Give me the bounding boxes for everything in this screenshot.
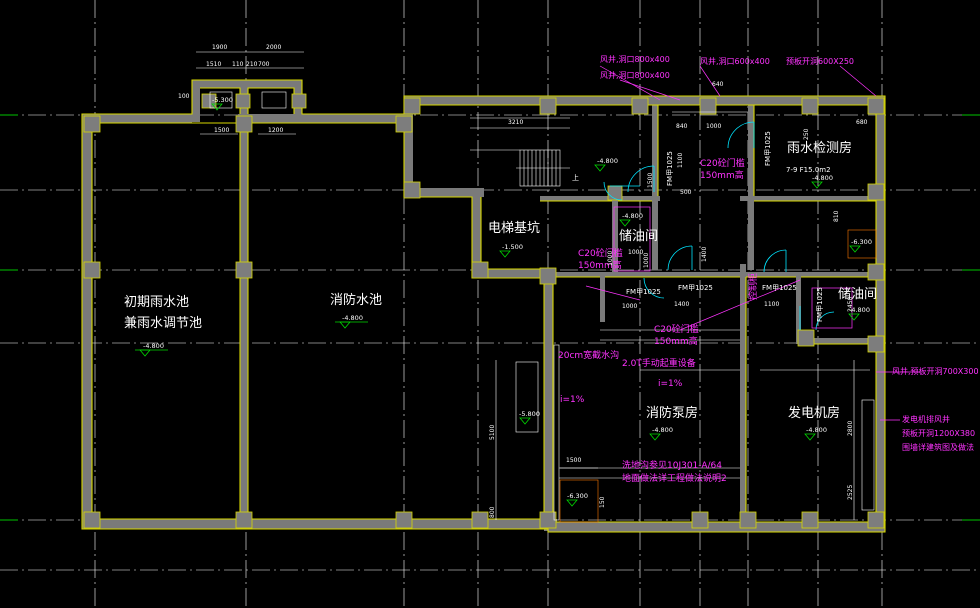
room-initial-rain-pool-2: 兼雨水调节池 bbox=[124, 316, 202, 331]
level-fire-pool: -4.800 bbox=[342, 314, 363, 322]
stair bbox=[470, 127, 570, 187]
note-curb-2: C20砼门槛 bbox=[578, 247, 623, 259]
dim-110: 110 bbox=[232, 61, 244, 68]
columns bbox=[83, 93, 885, 529]
level-corridor: -4.800 bbox=[597, 157, 618, 165]
room-elevator-pit: 电梯基坑 bbox=[488, 221, 540, 236]
room-fire-pump: 消防泵房 bbox=[646, 405, 698, 421]
note-curb-1b: 150mm高 bbox=[700, 169, 744, 181]
doors bbox=[603, 121, 835, 331]
dim-2000: 2000 bbox=[266, 44, 281, 51]
room-oil-storage-1: 储油间 bbox=[619, 229, 658, 244]
dim-840: 840 bbox=[676, 123, 688, 130]
level-labels: -4.800 -4.800 -5.300 -1.500 -4.800 -4.80… bbox=[143, 96, 872, 500]
dim-1100: 1100 bbox=[677, 153, 684, 168]
dim-1000: 1000 bbox=[706, 123, 721, 130]
note-curb-2b: 150mm高 bbox=[578, 259, 622, 271]
dim-1500: 1500 bbox=[214, 127, 229, 134]
dim-2525: 2525 bbox=[847, 485, 854, 500]
magenta-leaders bbox=[585, 65, 920, 421]
room-oil-storage-2: 储油间 bbox=[838, 287, 877, 302]
dimension-lines bbox=[196, 51, 855, 520]
note-floor-ref: 地面做法详工程做法说明2 bbox=[622, 472, 727, 484]
dim-1200: 1200 bbox=[268, 127, 283, 134]
level-triangles bbox=[135, 103, 861, 507]
note-area: 7-9 F15.0m2 bbox=[786, 166, 831, 174]
note-curb-3: C20砼门槛 bbox=[654, 323, 699, 335]
dim-800: 800 bbox=[489, 506, 496, 518]
trench bbox=[209, 91, 877, 523]
dim-680: 680 bbox=[856, 119, 868, 126]
level-oil-2: -4.800 bbox=[849, 306, 870, 314]
room-labels: 初期雨水池 兼雨水调节池 消防水池 电梯基坑 储油间 雨水检测房 储油间 消防泵… bbox=[124, 140, 877, 421]
door-fm6: FM甲1025 bbox=[816, 287, 824, 322]
dim-100: 100 bbox=[178, 93, 190, 100]
door-fm3: FM甲1025 bbox=[626, 288, 661, 296]
annot-shaft-4: 预板开洞600X250 bbox=[786, 56, 854, 66]
note-slope-1: i=1% bbox=[658, 379, 683, 389]
room-initial-rain-pool-1: 初期雨水池 bbox=[124, 295, 189, 310]
note-pump-ref: 2.0T手动起重设备 bbox=[622, 357, 696, 369]
dim-2800: 2800 bbox=[847, 421, 854, 436]
axis-ticks bbox=[0, 114, 980, 521]
level-generator: -4.800 bbox=[806, 426, 827, 434]
dim-1400: 1400 bbox=[674, 301, 689, 308]
magenta-annotations: 风井,洞口800x400 风井,洞口800x400 风井,洞口600x400 预… bbox=[600, 54, 979, 452]
note-control-box: 控制柜 bbox=[747, 273, 759, 300]
room-fire-pool: 消防水池 bbox=[330, 292, 382, 308]
annot-side-4: 围墙详建筑图及做法 bbox=[902, 442, 974, 452]
level-right-pit: -6.300 bbox=[851, 238, 872, 246]
annot-shaft-3: 风井,洞口600x400 bbox=[700, 56, 770, 66]
dim-210: 210 bbox=[246, 61, 258, 68]
room-generator: 发电机房 bbox=[788, 405, 840, 421]
dim-1000b: 1000 bbox=[628, 249, 643, 256]
level-top-small: -5.300 bbox=[212, 96, 233, 104]
dim-640: 640 bbox=[712, 81, 724, 88]
note-wash-ref: 洗地沟参见10J301-A/64 bbox=[622, 459, 722, 471]
dim-810: 810 bbox=[833, 210, 840, 222]
annot-shaft-1: 风井,洞口800x400 bbox=[600, 54, 670, 64]
dim-1000d: 1000 bbox=[643, 253, 650, 268]
dim-1500c: 1500 bbox=[647, 173, 654, 188]
dim-1100b: 1100 bbox=[764, 301, 779, 308]
level-sump-left: -5.800 bbox=[519, 410, 540, 418]
note-up: 上 bbox=[572, 173, 579, 182]
level-rain-pool: -4.800 bbox=[143, 342, 164, 350]
dim-250: 250 bbox=[803, 128, 810, 140]
level-elevator: -1.500 bbox=[502, 243, 523, 251]
level-sump-bottom: -6.300 bbox=[567, 492, 588, 500]
door-fm5: FM甲1025 bbox=[762, 284, 797, 292]
annot-side-2: 发电机排风井 bbox=[902, 414, 950, 424]
notes: 7-9 F15.0m2 C20砼门槛 150mm高 C20砼门槛 150mm高 … bbox=[558, 157, 831, 484]
dim-700: 700 bbox=[258, 61, 270, 68]
note-slope-2: i=1% bbox=[560, 395, 585, 405]
door-labels: FM甲1025 FM甲1025 FM甲1025 FM甲1025 FM甲1025 … bbox=[626, 131, 824, 322]
door-fm4: FM甲1025 bbox=[678, 284, 713, 292]
level-rain-inspection: -4.800 bbox=[812, 174, 833, 182]
dim-1900: 1900 bbox=[212, 44, 227, 51]
annot-shaft-2: 风井,洞口800x400 bbox=[600, 70, 670, 80]
dim-1000e: 1000 bbox=[622, 303, 637, 310]
dim-1000c: 1000 bbox=[607, 251, 614, 266]
door-fm1: FM甲1025 bbox=[666, 151, 674, 186]
dim-150: 150 bbox=[599, 496, 606, 508]
dim-1510: 1510 bbox=[206, 61, 221, 68]
note-curb-1: C20砼门槛 bbox=[700, 157, 745, 169]
dimension-texts: 1900 2000 1510 110 210 700 100 1500 1200… bbox=[178, 44, 868, 518]
dim-2450: 2450 bbox=[847, 297, 854, 312]
dim-1500b: 1500 bbox=[566, 457, 581, 464]
annot-side-1: 风井,预板开洞700X300 bbox=[892, 366, 979, 376]
level-pump: -4.800 bbox=[652, 426, 673, 434]
dim-1400b: 1400 bbox=[701, 247, 708, 262]
room-rain-inspection: 雨水检测房 bbox=[787, 140, 852, 156]
annot-side-3: 预板开洞1200X380 bbox=[902, 428, 975, 438]
dim-3210: 3210 bbox=[508, 119, 523, 126]
dim-500: 500 bbox=[680, 189, 692, 196]
note-trench: 20cm宽截水沟 bbox=[558, 349, 619, 361]
dim-5100: 5100 bbox=[489, 425, 496, 440]
note-curb-3b: 150mm高 bbox=[654, 335, 698, 347]
level-oil-1: -4.800 bbox=[622, 212, 643, 220]
door-fm2: FM甲1025 bbox=[764, 131, 772, 166]
